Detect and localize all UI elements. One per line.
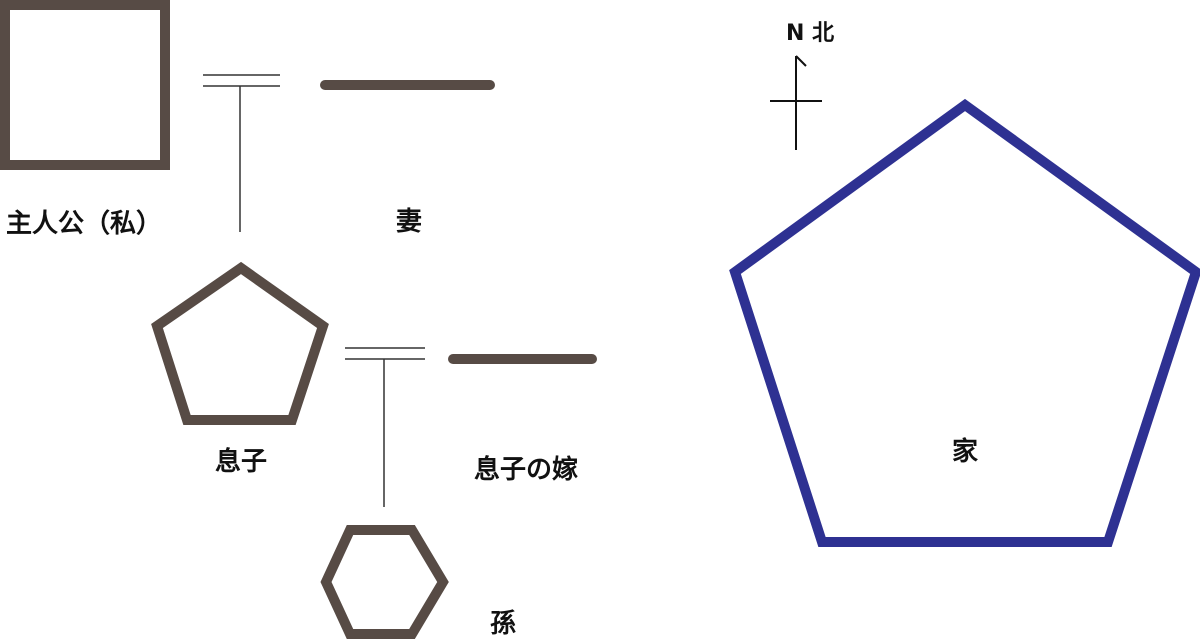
protagonist-square (0, 0, 170, 170)
house-label: 家 (952, 436, 978, 467)
north-label: N 北 (786, 21, 834, 46)
wife-label: 妻 (396, 207, 422, 237)
grandchild-label: 孫 (490, 609, 516, 639)
son-pentagon (151, 261, 329, 425)
son-wife-label: 息子の嫁 (474, 454, 578, 485)
grandchild-hexagon (320, 525, 449, 639)
north-arrow-icon (770, 55, 822, 150)
house-pentagon (729, 98, 1200, 547)
protagonist-label: 主人公（私） (6, 209, 162, 239)
son-label: 息子 (215, 446, 267, 477)
